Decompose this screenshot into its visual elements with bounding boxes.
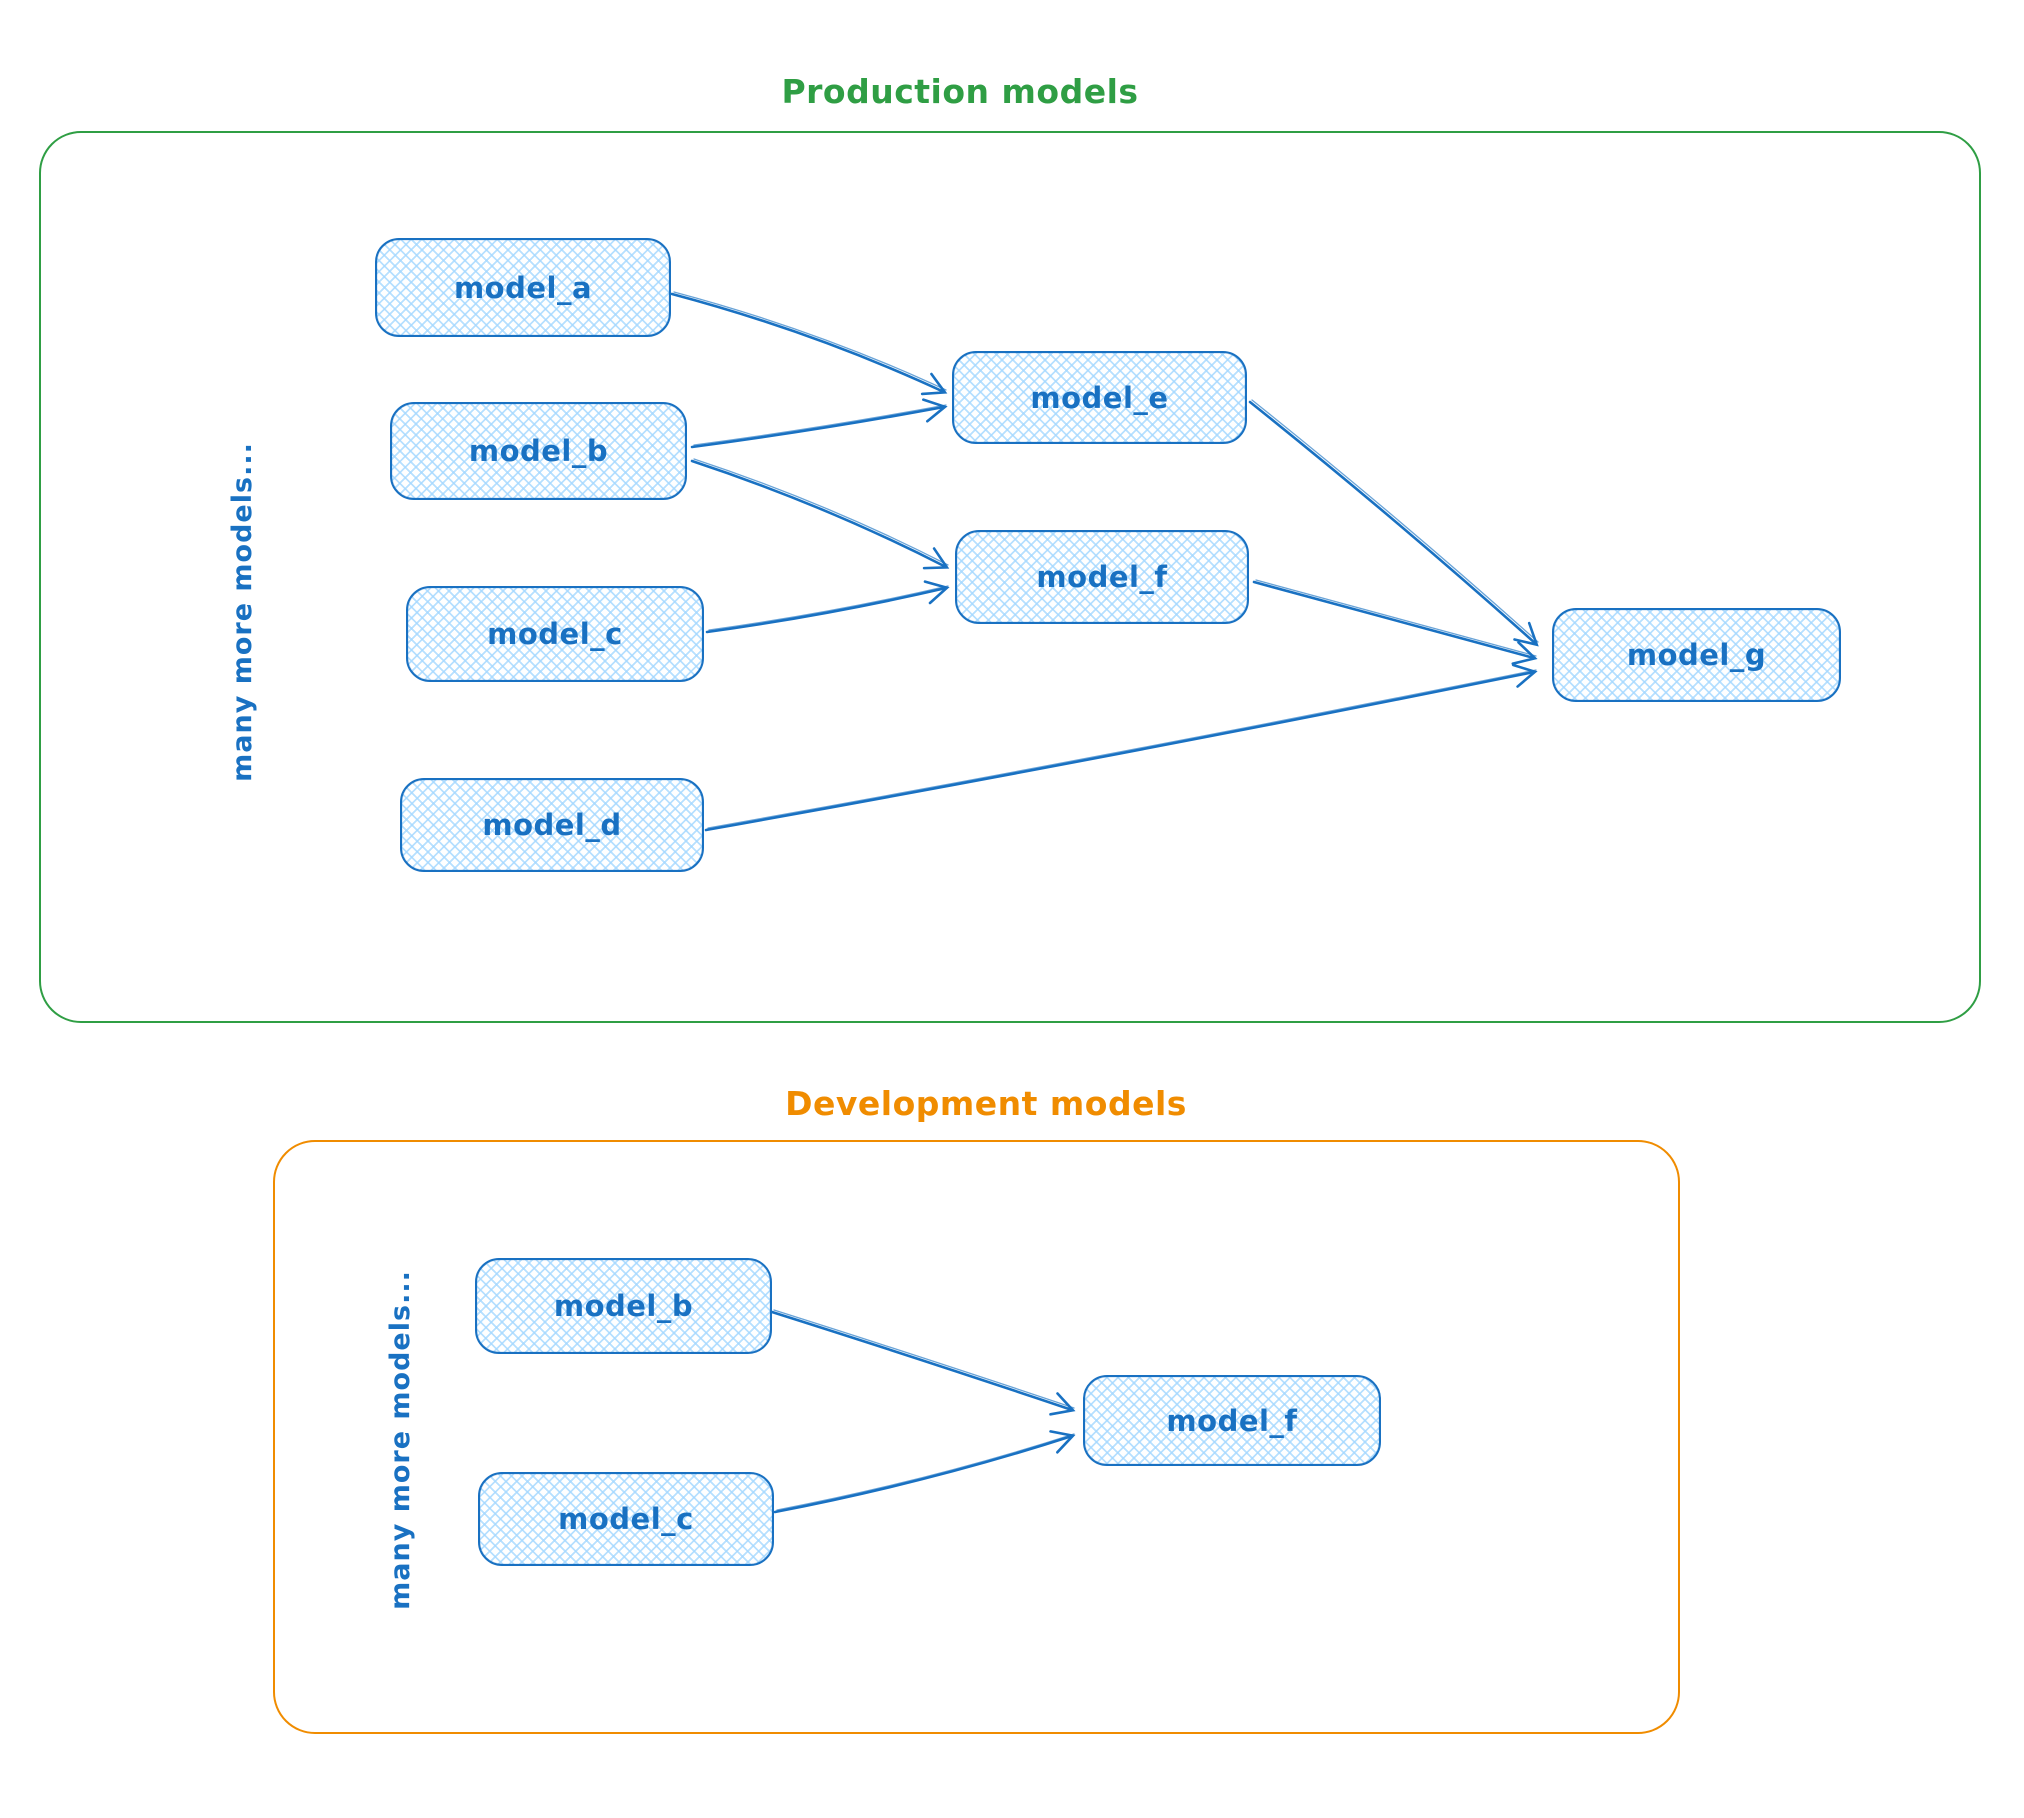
production-side-label: many more models... bbox=[226, 442, 258, 782]
node-development-model_b: model_b bbox=[475, 1258, 772, 1354]
node-development-model_c: model_c bbox=[478, 1472, 774, 1566]
node-label: model_f bbox=[1166, 1403, 1298, 1438]
node-production-model_a: model_a bbox=[375, 238, 671, 337]
development-section-title: Development models bbox=[785, 1084, 1187, 1123]
node-label: model_c bbox=[558, 1502, 694, 1536]
node-label: model_b bbox=[468, 434, 609, 468]
node-label: model_a bbox=[453, 270, 593, 305]
node-label: model_g bbox=[1626, 638, 1767, 672]
node-label: model_c bbox=[487, 617, 623, 651]
node-production-model_c: model_c bbox=[406, 586, 704, 682]
node-production-model_e: model_e bbox=[952, 351, 1247, 444]
production-container bbox=[39, 131, 1981, 1023]
node-label: model_d bbox=[482, 808, 622, 842]
node-production-model_g: model_g bbox=[1552, 608, 1841, 702]
node-production-model_b: model_b bbox=[390, 402, 687, 500]
node-label: model_b bbox=[553, 1289, 694, 1323]
node-production-model_f: model_f bbox=[955, 530, 1249, 624]
node-development-model_f: model_f bbox=[1083, 1375, 1381, 1466]
development-side-label: many more models... bbox=[384, 1270, 416, 1610]
node-production-model_d: model_d bbox=[400, 778, 704, 872]
production-section-title: Production models bbox=[781, 72, 1139, 111]
node-label: model_e bbox=[1030, 380, 1169, 415]
development-container bbox=[273, 1140, 1680, 1734]
node-label: model_f bbox=[1036, 560, 1168, 594]
